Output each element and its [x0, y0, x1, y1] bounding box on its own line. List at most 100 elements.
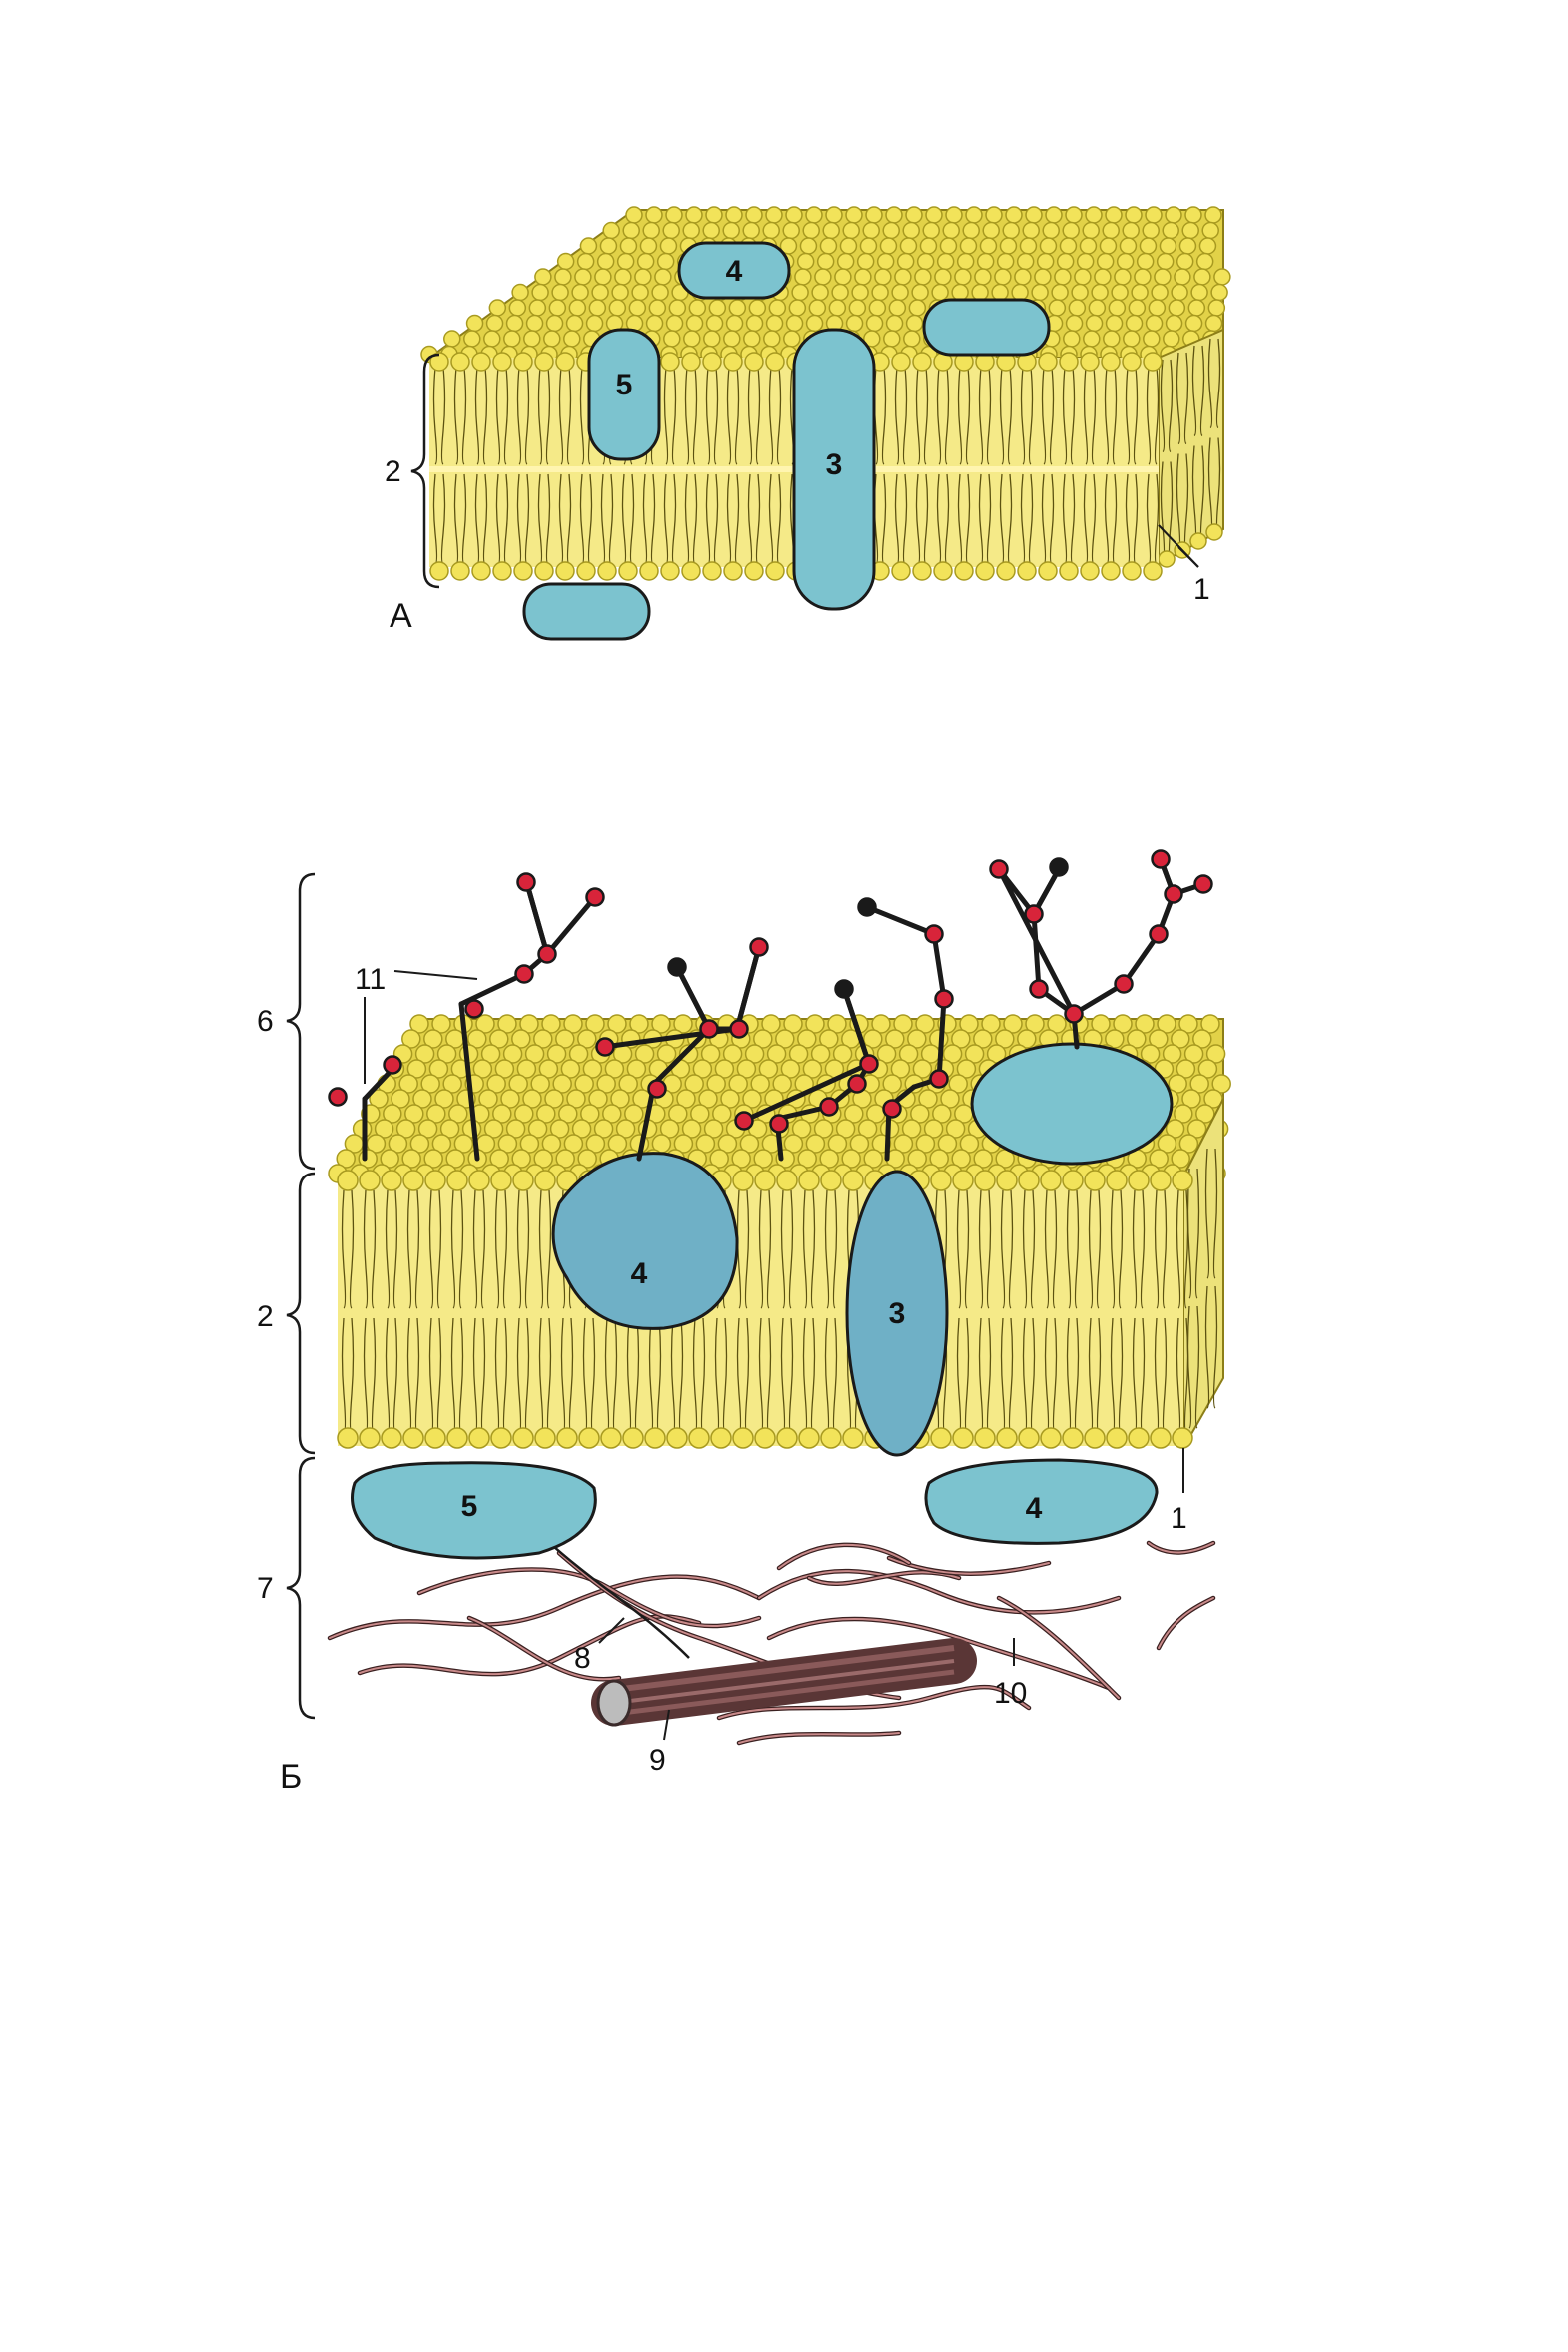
lipid-head: [1080, 352, 1100, 372]
lipid-head: [369, 1089, 389, 1109]
lipid-tail: [1133, 473, 1139, 565]
lipid-head: [999, 237, 1018, 255]
lipid-head: [1189, 532, 1207, 550]
sugar-unit: [514, 964, 534, 984]
sugar-unit: [989, 859, 1009, 879]
lipid-head: [1128, 1427, 1150, 1449]
lipid-head: [788, 1044, 809, 1064]
lipid-head: [1040, 1170, 1062, 1191]
lipid-head: [905, 314, 924, 333]
lipid-head: [467, 1029, 487, 1049]
lipid-head: [702, 352, 722, 372]
lipid-head: [1003, 1014, 1023, 1034]
lipid-head: [936, 252, 955, 271]
lipid-head: [511, 1029, 531, 1049]
lipid-head: [890, 1059, 911, 1079]
lipid-head: [932, 1104, 952, 1124]
lipid-tail: [494, 1189, 500, 1309]
lipid-tail: [436, 1189, 442, 1309]
lipid-head: [414, 1044, 435, 1064]
sugar-unit: [585, 887, 605, 907]
leader-b-9: [663, 1709, 670, 1741]
lipid-tail: [1212, 1285, 1218, 1409]
sugar-unit: [1029, 979, 1049, 999]
lipid-tail: [1154, 367, 1160, 465]
lipid-head: [607, 1014, 627, 1034]
lipid-head: [973, 1149, 993, 1169]
lipid-tail: [503, 473, 509, 565]
label-b-8: 8: [574, 1642, 591, 1675]
sugar-unit: [464, 999, 484, 1019]
lipid-head: [1178, 1014, 1198, 1034]
sugar-stem: [931, 931, 947, 1002]
lipid-head: [423, 1029, 443, 1049]
lipid-head: [1204, 314, 1223, 333]
lipid-tail: [1183, 1189, 1189, 1309]
lipid-head: [1211, 1074, 1231, 1094]
sugar-unit: [819, 1097, 839, 1117]
lipid-head: [1125, 314, 1144, 333]
lipid-head: [490, 1170, 512, 1191]
lipid-head: [423, 1149, 443, 1169]
lipid-head: [475, 1014, 495, 1034]
label-a-4: 4: [726, 255, 743, 288]
lipid-head: [942, 221, 960, 240]
lipid-tail: [1062, 473, 1068, 565]
lipid-tail: [579, 473, 585, 565]
lipid-head: [1017, 1029, 1037, 1049]
lipid-head: [1174, 268, 1191, 286]
lipid-head: [1162, 1044, 1182, 1064]
lipid-tail: [902, 367, 908, 465]
lipid-head: [742, 221, 760, 240]
lipid-head: [534, 1170, 556, 1191]
lipid-head: [1143, 561, 1163, 581]
lipid-tail: [1176, 352, 1181, 445]
lipid-head: [429, 561, 449, 581]
lipid-head: [1048, 299, 1067, 317]
lipid-head: [814, 268, 832, 286]
lipid-head: [700, 1044, 721, 1064]
lipid-head: [965, 206, 983, 224]
lipid-head: [511, 283, 529, 302]
lipid-head: [799, 237, 818, 255]
lipid-head: [1091, 283, 1109, 302]
lipid-head: [1157, 1134, 1177, 1154]
lipid-head: [842, 221, 860, 240]
lipid-head: [1174, 1104, 1193, 1124]
lipid-head: [827, 1134, 848, 1154]
lipid-head: [995, 1029, 1015, 1049]
label-b-6: 6: [257, 1005, 274, 1038]
label-a-1: 1: [1193, 573, 1210, 606]
sugar-unit: [383, 1055, 402, 1075]
lipid-tail: [341, 1189, 347, 1309]
lipid-head: [808, 299, 827, 317]
fiber-strand: [768, 1618, 1110, 1689]
lipid-head: [505, 314, 524, 333]
lipid-head: [533, 1149, 553, 1169]
lipid-head: [1127, 1029, 1147, 1049]
lipid-tail: [450, 1189, 456, 1309]
protein-a-5: [587, 328, 661, 461]
lipid-head: [934, 268, 952, 286]
lipid-head: [555, 1029, 575, 1049]
lipid-tail: [692, 473, 698, 565]
lipid-head: [705, 206, 723, 224]
lipid-head: [731, 1149, 751, 1169]
lipid-tail: [881, 473, 887, 565]
lipid-tail: [1204, 1285, 1210, 1409]
lipid-tail: [1083, 473, 1089, 565]
lipid-head: [896, 252, 915, 271]
lipid-tail: [472, 1189, 478, 1309]
lipid-head: [556, 252, 575, 271]
lipid-head: [651, 283, 669, 302]
lipid-tail: [802, 1189, 808, 1309]
fiber-strand: [738, 1732, 900, 1744]
lipid-tail: [1066, 1189, 1072, 1309]
lipid-head: [863, 1029, 883, 1049]
lipid-head: [1102, 221, 1120, 240]
lipid-head: [982, 221, 1000, 240]
lipid-head: [849, 1134, 870, 1154]
lipid-head: [554, 268, 572, 286]
lipid-head: [1171, 1029, 1190, 1049]
lipid-head: [912, 561, 932, 581]
